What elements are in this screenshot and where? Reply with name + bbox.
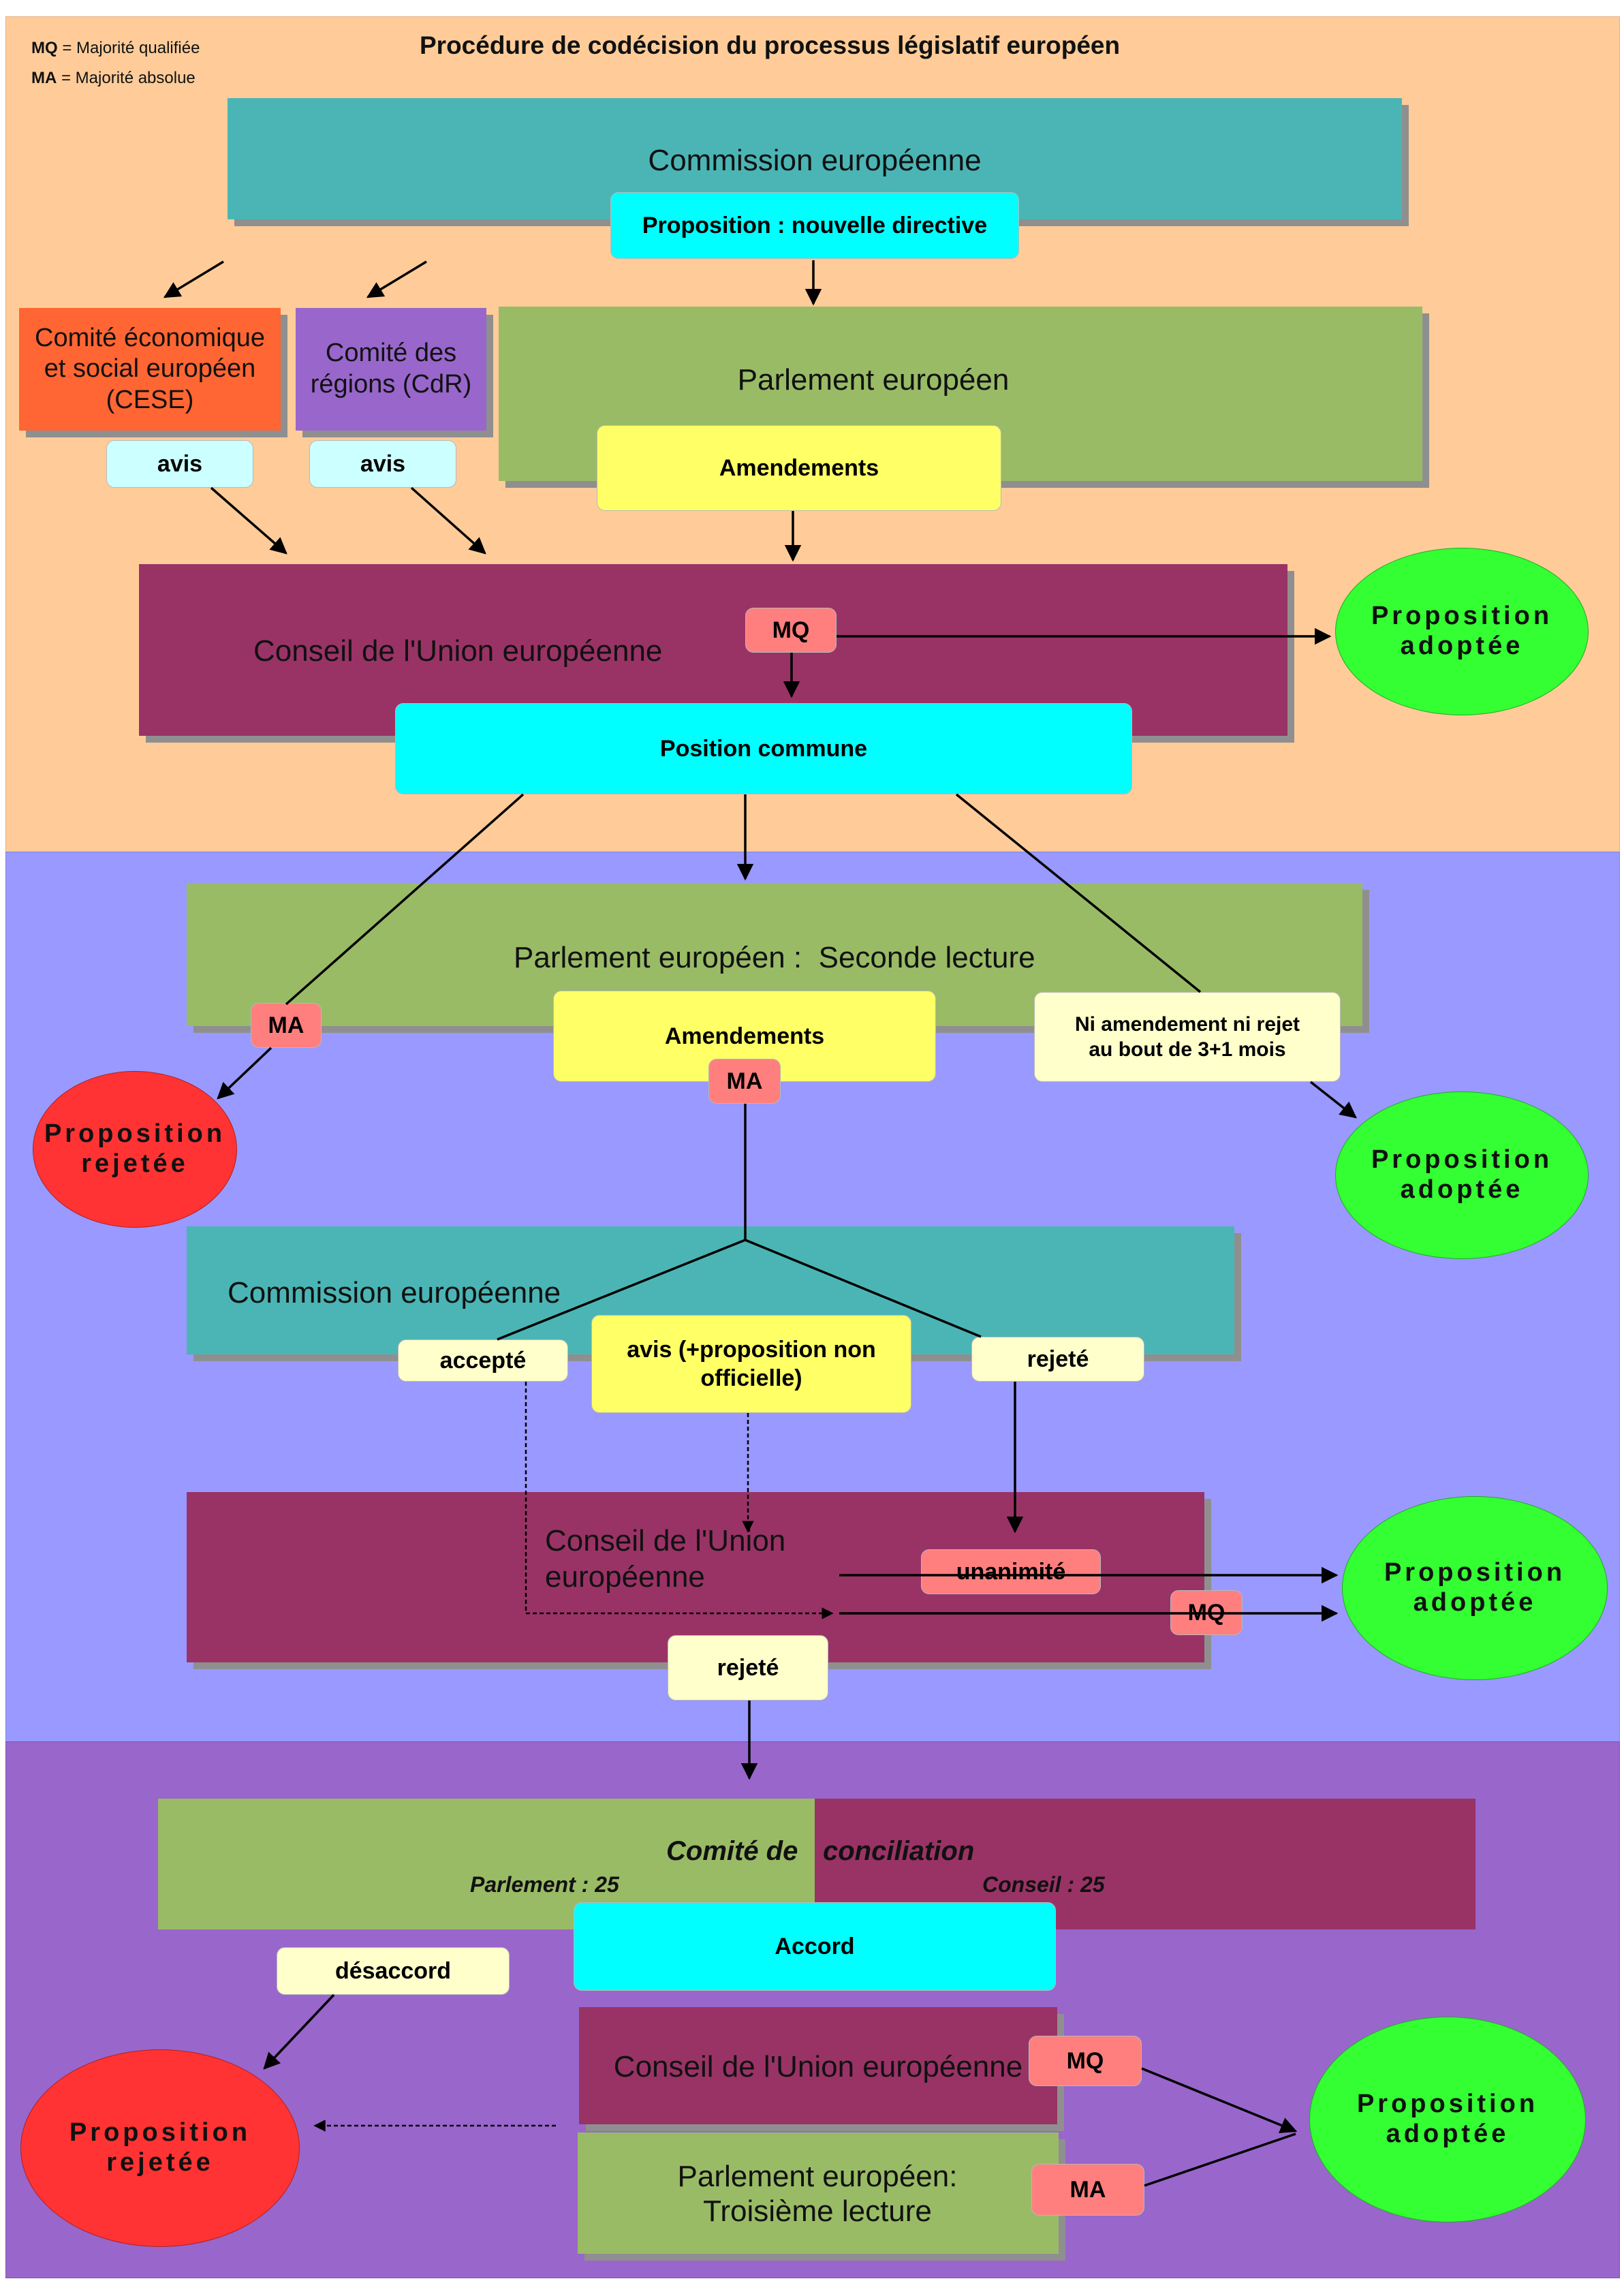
arrow-ni-rejet-adoptee (1309, 1081, 1357, 1119)
parlement-label-3: Parlement européen: Troisième lecture (677, 2160, 958, 2228)
avis-cdr-label: avis (309, 440, 456, 488)
ni-amendement-ni-rejet-label: Ni amendement ni rejet au bout de 3+1 mo… (1034, 992, 1341, 1082)
cese-box: Comité économique et social européen (CE… (19, 308, 281, 431)
legend-ma-text: = Majorité absolue (57, 69, 196, 87)
conseil-label-3: Conseil de l'Union européenne (613, 2050, 1023, 2083)
rejete-label: rejeté (971, 1337, 1144, 1382)
mq-label-3: MQ (1029, 2036, 1142, 2086)
line-position-ma-left (285, 793, 525, 1006)
proposition-adoptee-3-text: Proposition adoptée (1384, 1558, 1566, 1617)
position-commune-label: Position commune (395, 703, 1132, 794)
line-mq3-adoptee (1141, 2067, 1298, 2134)
arrow-avis-cese-conseil (210, 486, 287, 555)
parlement-label-2: Parlement européen : Seconde lecture (514, 941, 1035, 974)
accepte-label: accepté (398, 1339, 568, 1382)
desaccord-label: désaccord (277, 1947, 510, 1995)
line-branch-left (497, 1239, 746, 1341)
avis-cese-label: avis (106, 440, 253, 488)
proposition-rejetee-1: Proposition rejetée (33, 1071, 237, 1228)
line-position-ni-rejet (955, 793, 1202, 993)
proposition-adoptee-2-text: Proposition adoptée (1371, 1145, 1553, 1204)
legend-mq-text: = Majorité qualifiée (57, 39, 200, 57)
conseil-box-3 (579, 2007, 1057, 2124)
ma-label-center: MA (708, 1059, 781, 1104)
arrow-to-cese (163, 260, 224, 298)
commission-label-1: Commission européenne (648, 144, 982, 177)
proposition-directive-label: Proposition : nouvelle directive (610, 192, 1019, 259)
rejete-bottom-label: rejeté (668, 1635, 828, 1701)
parlement-box-3 (578, 2132, 1059, 2254)
arrow-ma-rejetee (217, 1046, 272, 1100)
proposition-rejetee-2: Proposition rejetée (20, 2049, 300, 2247)
legend-ma-abbr: MA (31, 69, 57, 87)
page-title: Procédure de codécision du processus lég… (420, 31, 1121, 59)
avis-proposition-label: avis (+proposition non officielle) (591, 1315, 911, 1413)
cdr-box: Comité des régions (CdR) (296, 308, 486, 431)
line-ma3-adoptee (1144, 2132, 1296, 2187)
comite-label-left: Comité de (666, 1836, 798, 1866)
proposition-adoptee-1: Proposition adoptée (1335, 548, 1589, 715)
legend-mq: MQ = Majorité qualifiée (31, 38, 200, 59)
proposition-adoptee-4-text: Proposition adoptée (1356, 2090, 1539, 2148)
comite-label-right: conciliation (823, 1836, 975, 1866)
proposition-rejetee-2-text: Proposition rejetée (69, 2118, 251, 2177)
cese-label: Comité économique et social européen (CE… (35, 323, 265, 414)
ma-label-3: MA (1031, 2164, 1144, 2216)
arrow-to-cdr (366, 260, 427, 298)
legend-ma: MA = Majorité absolue (31, 68, 196, 89)
ma-label-left: MA (251, 1003, 322, 1048)
arrow-desaccord-rejetee (263, 1994, 335, 2070)
cdr-label: Comité des régions (CdR) (310, 339, 472, 399)
amendements-label-1: Amendements (597, 425, 1001, 511)
proposition-adoptee-3: Proposition adoptée (1342, 1496, 1608, 1680)
parlement-label-1: Parlement européen (737, 363, 1010, 397)
proposition-rejetee-1-text: Proposition rejetée (44, 1119, 226, 1178)
proposition-adoptee-1-text: Proposition adoptée (1371, 602, 1553, 660)
proposition-adoptee-4: Proposition adoptée (1309, 2017, 1586, 2222)
parlement-count: Parlement : 25 (470, 1872, 619, 1897)
unanimite-label: unanimité (921, 1549, 1101, 1594)
mq-label-1: MQ (745, 608, 837, 653)
arrow-avis-cdr-conseil (410, 486, 486, 555)
conseil-count: Conseil : 25 (982, 1872, 1105, 1897)
line-branch-right (745, 1239, 982, 1338)
conseil-label-1: Conseil de l'Union européenne (253, 634, 663, 668)
proposition-adoptee-2: Proposition adoptée (1335, 1091, 1589, 1259)
accord-label: Accord (574, 1902, 1056, 1991)
commission-label-2: Commission européenne (228, 1276, 561, 1309)
legend-mq-abbr: MQ (31, 39, 58, 57)
